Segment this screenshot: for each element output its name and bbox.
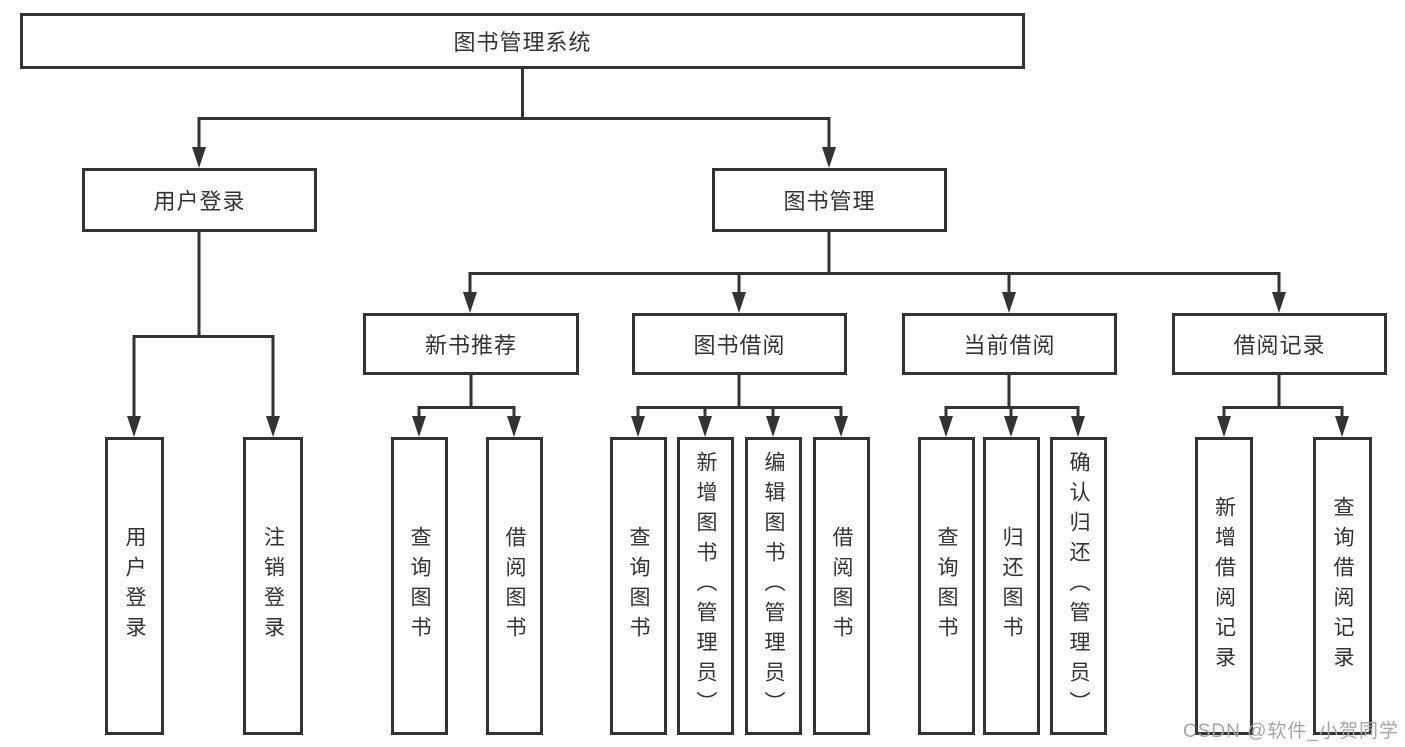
leaf-bb-borrow-books: 借阅图书	[813, 437, 870, 735]
leaf-nb-borrow-books: 借阅图书	[486, 437, 543, 735]
node-book-borrowing: 图书借阅	[632, 313, 847, 375]
leaf-logout-label: 注销登录	[261, 526, 285, 646]
leaf-user-login-label: 用户登录	[123, 526, 146, 646]
leaf-cb-confirm-return-admin-label: 确认归还（管理员）	[1067, 451, 1090, 721]
leaf-br-query-record-label: 查询借阅记录	[1331, 496, 1354, 676]
leaf-cb-query-books-label: 查询图书	[935, 526, 958, 646]
node-library-system: 图书管理系统	[20, 13, 1025, 69]
leaf-bb-add-books-admin: 新增图书（管理员）	[677, 437, 734, 735]
leaf-cb-query-books: 查询图书	[918, 437, 975, 735]
leaf-br-query-record: 查询借阅记录	[1313, 437, 1372, 735]
leaf-bb-query-books-label: 查询图书	[627, 526, 650, 646]
node-borrowing-records: 借阅记录	[1172, 313, 1387, 375]
watermark: CSDN @软件_小贺同学	[1183, 721, 1399, 742]
leaf-bb-edit-books-admin: 编辑图书（管理员）	[745, 437, 802, 735]
leaf-br-add-record-label: 新增借阅记录	[1212, 496, 1236, 676]
leaf-nb-borrow-books-label: 借阅图书	[503, 526, 526, 646]
leaf-br-add-record: 新增借阅记录	[1195, 437, 1253, 735]
leaf-cb-return-books: 归还图书	[983, 437, 1040, 735]
leaf-bb-borrow-books-label: 借阅图书	[830, 526, 853, 646]
leaf-user-login: 用户登录	[105, 437, 164, 735]
leaf-bb-edit-books-admin-label: 编辑图书（管理员）	[762, 451, 785, 721]
leaf-bb-query-books: 查询图书	[610, 437, 667, 735]
node-new-book-recommend: 新书推荐	[363, 313, 579, 375]
node-user-login: 用户登录	[82, 168, 317, 232]
leaf-bb-add-books-admin-label: 新增图书（管理员）	[694, 451, 717, 721]
leaf-cb-return-books-label: 归还图书	[1000, 526, 1023, 646]
node-current-borrowing: 当前借阅	[902, 313, 1117, 375]
leaf-cb-confirm-return-admin: 确认归还（管理员）	[1050, 437, 1107, 735]
leaf-nb-query-books-label: 查询图书	[408, 526, 431, 646]
node-book-management: 图书管理	[712, 168, 947, 232]
leaf-nb-query-books: 查询图书	[391, 437, 448, 735]
leaf-logout: 注销登录	[243, 437, 303, 735]
